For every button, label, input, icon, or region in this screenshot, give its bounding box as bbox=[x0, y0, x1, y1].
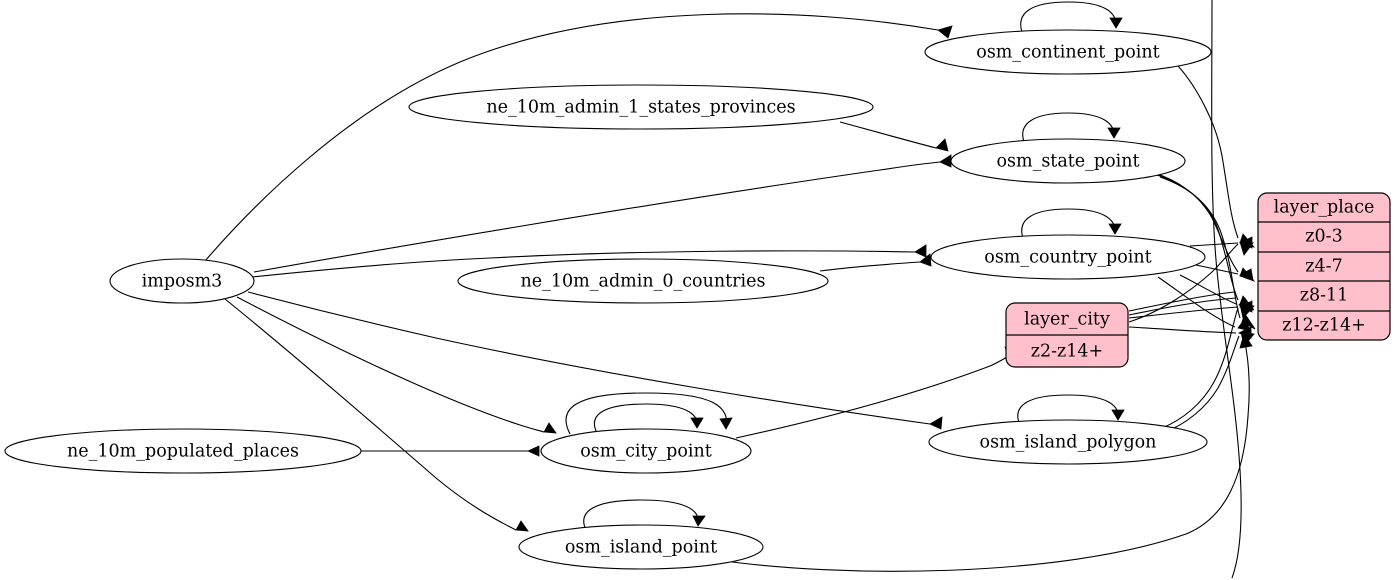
edge-imposm3-to-osm_island_polygon bbox=[247, 291, 943, 430]
node-layer: imposm3 ne_10m_admin_1_states_provinces … bbox=[4, 29, 1212, 570]
edge-osm_island_polygon-to-layer_place-z8-11 bbox=[1161, 303, 1255, 429]
edge-imposm3-to-osm_city_point bbox=[236, 296, 557, 434]
edge-self-loop-osm_continent_point bbox=[1020, 1, 1123, 33]
edge-self-loop-osm_city_point bbox=[565, 392, 733, 435]
node-ne_10m_admin_0_countries[interactable]: ne_10m_admin_0_countries bbox=[457, 258, 829, 304]
record-header-layer_city: layer_city bbox=[1024, 310, 1110, 330]
record-header-layer_place: layer_place bbox=[1274, 198, 1375, 218]
node-ne_10m_populated_places[interactable]: ne_10m_populated_places bbox=[4, 428, 362, 474]
edge-bundle-overflow bbox=[1211, 0, 1242, 579]
edge-layer_city-to-layer_place-z8-11 bbox=[1128, 300, 1253, 319]
edge-imposm3-to-osm_state_point bbox=[253, 154, 952, 273]
node-osm_country_point[interactable]: osm_country_point bbox=[930, 234, 1206, 280]
node-label-osm_island_point: osm_island_point bbox=[565, 538, 717, 558]
node-label-osm_country_point: osm_country_point bbox=[984, 248, 1151, 268]
edge-imposm3-to-osm_island_point bbox=[224, 298, 529, 532]
edge-osm_city_point-to-layer_city bbox=[735, 346, 1020, 439]
edge-ne_10m_admin_0_countries-to-osm_country_point bbox=[819, 253, 932, 272]
node-ne_10m_admin_1_states_provinces[interactable]: ne_10m_admin_1_states_provinces bbox=[408, 84, 874, 130]
node-imposm3[interactable]: imposm3 bbox=[109, 258, 255, 304]
edge-imposm3-to-osm_country_point bbox=[251, 244, 927, 278]
edge-ne_10m_populated_places-to-osm_city_point bbox=[361, 445, 540, 457]
record-row-layer_place-0[interactable]: z0-3 bbox=[1305, 227, 1342, 247]
edge-osm_island_point-to-layer_place-z12-z14+ bbox=[717, 333, 1253, 572]
record-row-layer_place-2[interactable]: z8-11 bbox=[1300, 286, 1349, 306]
node-label-osm_island_polygon: osm_island_polygon bbox=[980, 433, 1157, 453]
node-label-imposm3: imposm3 bbox=[142, 272, 223, 292]
edge-self-loop-osm_country_point bbox=[1021, 208, 1122, 239]
edge-self-loop-osm_state_point bbox=[1022, 112, 1121, 143]
node-label-osm_city_point: osm_city_point bbox=[580, 442, 712, 462]
record-node-layer_city[interactable]: layer_city z2-z14+ bbox=[1005, 302, 1129, 368]
edge-self-loop-osm_island_polygon bbox=[1017, 394, 1125, 424]
edge-layer_city-to-layer_place-z0-3 bbox=[1128, 241, 1254, 323]
node-label-osm_continent_point: osm_continent_point bbox=[976, 43, 1159, 63]
node-label-osm_state_point: osm_state_point bbox=[996, 152, 1139, 172]
edge-osm_continent_point-to-layer_place-z0-3 bbox=[1177, 65, 1256, 248]
node-osm_island_point[interactable]: osm_island_point bbox=[518, 524, 764, 570]
node-osm_state_point[interactable]: osm_state_point bbox=[950, 138, 1186, 184]
edge-layer_city-to-layer_place-z12-z14+ bbox=[1128, 326, 1252, 339]
edge-layer bbox=[204, 0, 1256, 579]
record-layer: layer_city z2-z14+ layer_place z0-3 z4-7… bbox=[1005, 192, 1391, 368]
record-row-layer_place-3[interactable]: z12-z14+ bbox=[1282, 316, 1366, 336]
record-node-layer_place[interactable]: layer_place z0-3 z4-7 z8-11 z12-z14+ bbox=[1257, 192, 1391, 341]
node-osm_island_polygon[interactable]: osm_island_polygon bbox=[928, 419, 1208, 465]
edge-layer_city-extra-bundle bbox=[1128, 291, 1237, 316]
node-label-ne_10m_admin_1_states_provinces: ne_10m_admin_1_states_provinces bbox=[486, 98, 795, 118]
node-label-ne_10m_admin_0_countries: ne_10m_admin_0_countries bbox=[521, 272, 766, 292]
edge-self-loop-2-osm_city_point bbox=[593, 403, 704, 432]
node-osm_continent_point[interactable]: osm_continent_point bbox=[924, 29, 1212, 75]
edge-self-loop-osm_island_point bbox=[583, 499, 706, 531]
edge-ne_10m_admin_1_states_provinces-to-osm_state_point bbox=[839, 121, 949, 152]
edge-imposm3-to-osm_continent_point bbox=[204, 13, 953, 262]
record-row-layer_city-0[interactable]: z2-z14+ bbox=[1031, 342, 1103, 362]
node-osm_city_point[interactable]: osm_city_point bbox=[540, 428, 752, 474]
record-row-layer_place-1[interactable]: z4-7 bbox=[1305, 257, 1342, 277]
node-label-ne_10m_populated_places: ne_10m_populated_places bbox=[67, 442, 299, 462]
